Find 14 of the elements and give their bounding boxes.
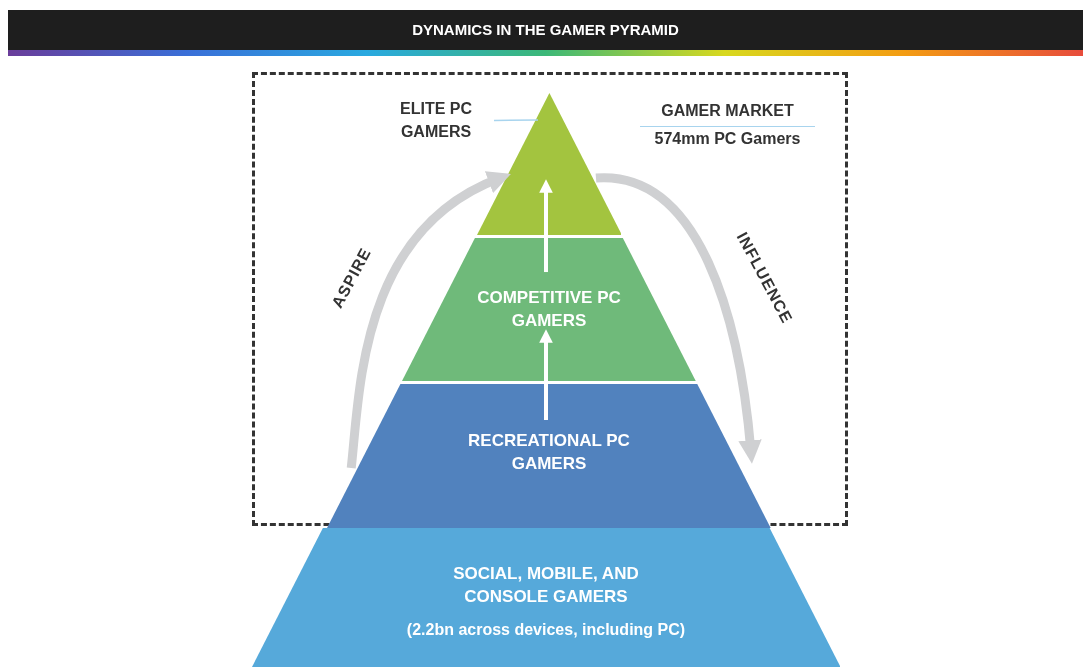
- arrow: [539, 329, 553, 420]
- tier-label: SOCIAL, MOBILE, AND CONSOLE GAMERS: [452, 563, 640, 608]
- tier-label: COMPETITIVE PC GAMERS: [476, 287, 622, 332]
- leader-line: [493, 119, 539, 122]
- tier-label: ELITE PC GAMERS: [399, 99, 473, 142]
- panel-heading: GAMER MARKET: [660, 102, 795, 120]
- tier-note: (2.2bn across devices, including PC): [406, 620, 686, 640]
- curved-arrow: [346, 172, 511, 469]
- panel-value: 574mm PC Gamers: [653, 130, 802, 148]
- title-banner: DYNAMICS IN THE GAMER PYRAMID: [8, 10, 1083, 50]
- tier-label: RECREATIONAL PC GAMERS: [467, 430, 631, 475]
- curved-arrow: [595, 173, 762, 464]
- arrow: [539, 179, 553, 273]
- dashed-frame: [252, 72, 848, 526]
